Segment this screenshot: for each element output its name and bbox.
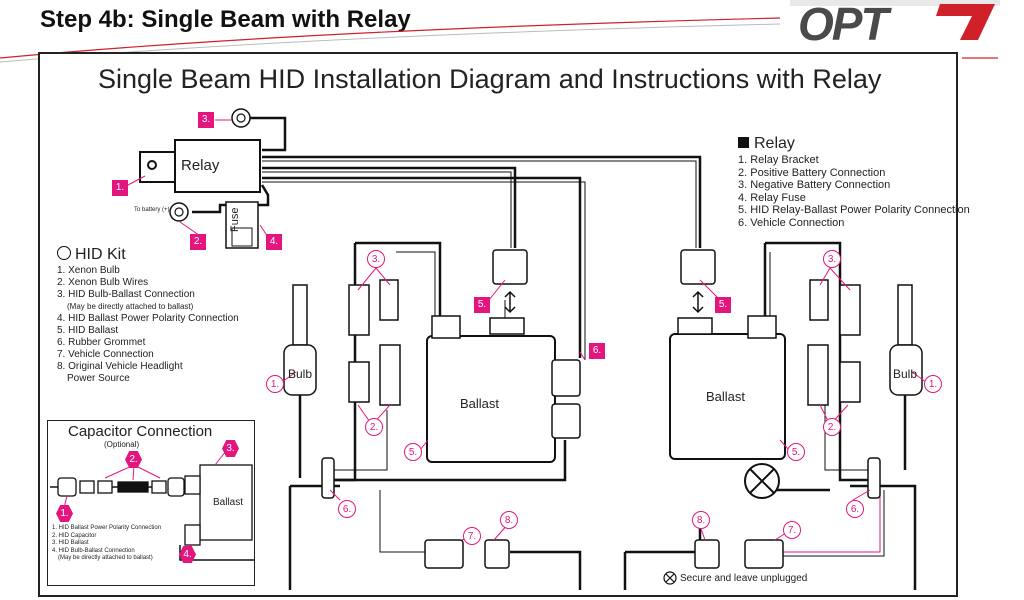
- callout-hid-3-left: 3.: [367, 250, 385, 268]
- callout-hid-6-left: 6.: [338, 500, 356, 518]
- to-battery-label: To battery (+): [134, 207, 170, 213]
- capacitor-title: Capacitor Connection: [68, 423, 213, 440]
- callout-hid-8-left: 8.: [500, 511, 518, 529]
- ballast-right-label: Ballast: [706, 389, 746, 404]
- relay-legend-item: 2. Positive Battery Connection: [738, 166, 886, 179]
- relay-legend-title: Relay: [738, 134, 970, 154]
- hid-legend: HID Kit 1. Xenon Bulb 2. Xenon Bulb Wire…: [57, 245, 239, 385]
- callout-relay-4: 4.: [266, 234, 282, 250]
- hid-legend-item: 3. HID Bulb-Ballast Connection: [57, 289, 195, 300]
- callout-hid-1-right: 1.: [924, 375, 942, 393]
- callout-hid-2-left: 2.: [365, 418, 383, 436]
- capacitor-note: 2. HID Capacitor: [52, 532, 97, 539]
- hid-legend-item: 8. Original Vehicle Headlight: [57, 361, 183, 372]
- callout-hid-7-left: 7.: [463, 527, 481, 545]
- relay-legend: Relay 1. Relay Bracket 2. Positive Batte…: [738, 134, 970, 230]
- capacitor-ballast-label: Ballast: [213, 497, 244, 508]
- callout-cap-4: 4.: [179, 546, 196, 563]
- callout-hid-1-left: 1.: [266, 375, 284, 393]
- secure-note: Secure and leave unplugged: [680, 573, 808, 584]
- callout-relay-2: 2.: [190, 234, 206, 250]
- callout-hid-7-right: 7.: [783, 521, 801, 539]
- callout-relay-1: 1.: [112, 180, 128, 196]
- hid-legend-item: Power Source: [67, 373, 130, 384]
- callout-hid-2-right: 2.: [823, 418, 841, 436]
- hid-legend-title: HID Kit: [57, 245, 239, 265]
- hid-legend-item: 7. Vehicle Connection: [57, 349, 154, 360]
- capacitor-note: 4. HID Bulb-Ballast Connection: [52, 547, 135, 554]
- capacitor-note: (May be directly attached to ballast): [58, 555, 153, 561]
- callout-hid-5-right: 5.: [787, 443, 805, 461]
- hid-legend-item: 4. HID Ballast Power Polarity Connection: [57, 313, 239, 324]
- bulb-right-label: Bulb: [893, 367, 918, 381]
- callout-cap-3: 3.: [222, 440, 239, 457]
- callout-relay-6: 6.: [589, 343, 605, 359]
- capacitor-subtitle: (Optional): [104, 440, 140, 449]
- bulb-left-label: Bulb: [288, 367, 313, 381]
- opt7-logo: OPT: [790, 0, 1000, 44]
- callout-hid-8-right: 8.: [692, 511, 710, 529]
- diagram-title: Single Beam HID Installation Diagram and…: [98, 64, 882, 94]
- slide-title: Step 4b: Single Beam with Relay: [40, 6, 411, 33]
- callout-hid-3-right: 3.: [823, 250, 841, 268]
- capacitor-notes: 1. HID Ballast Power Polarity Connection…: [52, 525, 161, 563]
- ballast-left-label: Ballast: [460, 396, 500, 411]
- callout-relay-3: 3.: [198, 112, 214, 128]
- relay-legend-item: 5. HID Relay-Ballast Power Polarity Conn…: [738, 204, 970, 217]
- callout-relay-5-right: 5.: [715, 297, 731, 313]
- callout-hid-6-right: 6.: [846, 500, 864, 518]
- relay-legend-item: 1. Relay Bracket: [738, 154, 819, 166]
- relay-legend-item: 4. Relay Fuse: [738, 191, 806, 204]
- relay-legend-item: 3. Negative Battery Connection: [738, 179, 891, 192]
- hid-legend-item: 1. Xenon Bulb: [57, 265, 120, 276]
- hid-legend-item: 2. Xenon Bulb Wires: [57, 277, 149, 288]
- hid-legend-item: 6. Rubber Grommet: [57, 337, 146, 348]
- circle-icon: [57, 246, 71, 260]
- capacitor-note: 1. HID Ballast Power Polarity Connection: [52, 525, 162, 531]
- relay-label: Relay: [181, 157, 220, 174]
- callout-cap-1: 1.: [56, 505, 73, 522]
- square-icon: [738, 137, 749, 148]
- svg-text:OPT: OPT: [798, 0, 892, 44]
- callout-cap-2: 2.: [125, 451, 142, 468]
- hid-legend-note: (May be directly attached to ballast): [67, 302, 194, 311]
- relay-legend-item: 6. Vehicle Connection: [738, 216, 845, 229]
- hid-legend-item: 5. HID Ballast: [57, 325, 119, 336]
- callout-hid-5-left: 5.: [404, 443, 422, 461]
- callout-relay-5-left: 5.: [474, 297, 490, 313]
- capacitor-note: 3. HID Ballast: [52, 540, 89, 546]
